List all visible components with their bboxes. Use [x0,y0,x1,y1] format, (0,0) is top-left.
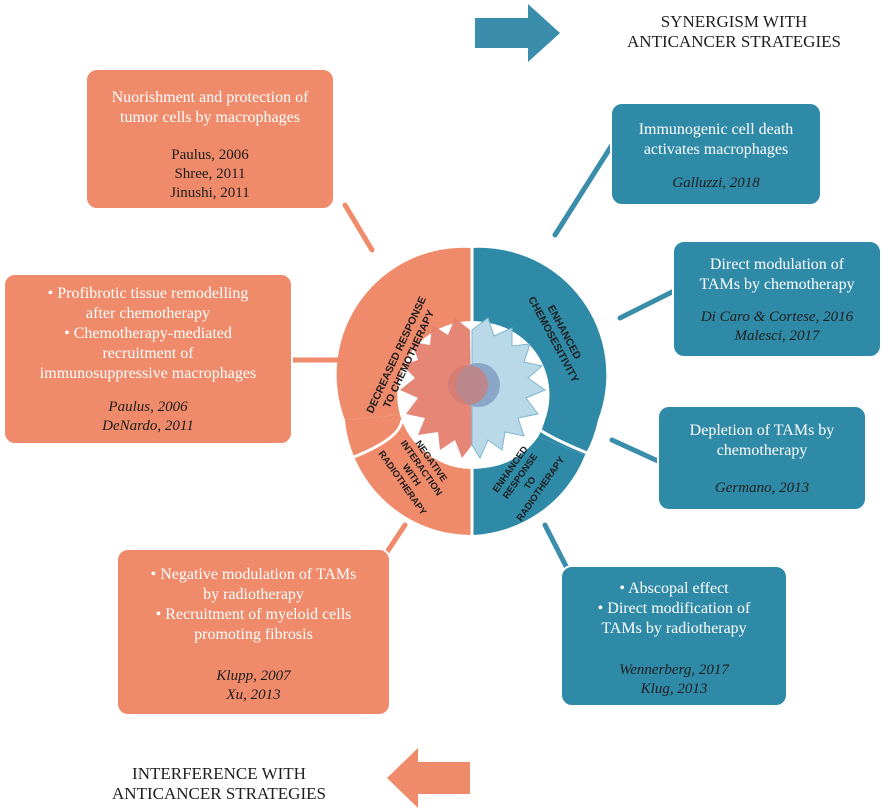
left-arrow-icon [387,748,470,808]
box-immunogenic-cite1: Galluzzi, 2018 [672,175,760,191]
box-nourishment-cite2: Shree, 2011 [174,166,246,182]
box-nourishment: Nuorishment and protection of tumor cell… [85,68,335,210]
connector-negative [382,522,408,558]
box-negative-modulation: • Negative modulation of TAMs by radioth… [116,548,391,716]
box-direct-chemo-cite2: Malesci, 2017 [734,328,820,344]
legend-interference-line2: ANTICANCER STRATEGIES [112,784,326,803]
box-immunogenic-line2: activates macrophages [643,141,789,158]
box-nourishment-cite1: Paulus, 2006 [171,147,249,163]
box-nourishment-cite3: Jinushi, 2011 [170,185,250,201]
connector-depletion [609,437,663,465]
box-negative-b2-2: promoting fibrosis [194,626,313,643]
box-profibrotic-b2-2: recruitment of [102,345,194,362]
box-abscopal-b2-2: TAMs by radiotherapy [601,620,747,637]
box-nourishment-line1: Nuorishment and protection of [111,89,309,106]
legend-synergism: SYNERGISM WITH ANTICANCER STRATEGIES [594,12,874,52]
box-depletion-line2: chemotherapy [716,442,808,459]
ring-segment-enhanced-chemo [472,247,607,420]
connector-nourishment [342,202,375,253]
box-direct-chemo-line1: Direct modulation of [709,256,845,273]
box-depletion: Depletion of TAMs by chemotherapy German… [657,405,867,511]
legend-interference: INTERFERENCE WITH ANTICANCER STRATEGIES [88,764,350,804]
right-arrow-icon [475,4,560,62]
legend-interference-line1: INTERFERENCE WITH [132,764,306,783]
box-immunogenic: Immunogenic cell death activates macroph… [610,102,822,206]
box-abscopal-cite1: Wennerberg, 2017 [619,662,729,678]
macrophage-orange-half-icon [400,318,472,458]
ring-segment-enhanced-chemo-lower [538,420,598,455]
legend-synergism-line2: ANTICANCER STRATEGIES [627,32,841,51]
box-nourishment-line2: tumor cells by macrophages [120,109,300,126]
connector-lines [287,142,679,581]
box-profibrotic-b1-1: • Profibrotic tissue remodelling [47,285,249,302]
ring-segment-enhanced-radio [472,437,585,535]
box-abscopal: • Abscopal effect • Direct modification … [560,565,788,707]
legend-synergism-line1: SYNERGISM WITH [660,12,808,31]
box-negative-b2-1: • Recruitment of myeloid cells [155,606,352,623]
box-profibrotic-cite1: Paulus, 2006 [108,399,188,415]
box-profibrotic-cite2: DeNardo, 2011 [102,418,194,434]
box-abscopal-b1: • Abscopal effect [619,580,729,597]
box-direct-chemo: Direct modulation of TAMs by chemotherap… [672,240,882,358]
box-profibrotic-b2-3: immunosuppressive macrophages [39,365,257,382]
box-profibrotic-b2-1: • Chemotherapy-mediated [64,325,232,342]
box-negative-b1-1: • Negative modulation of TAMs [150,566,357,583]
macrophage-illustration [400,317,547,460]
box-profibrotic-b1-2: after chemotherapy [86,305,210,322]
box-depletion-cite1: Germano, 2013 [714,480,810,496]
box-depletion-line1: Depletion of TAMs by [689,422,835,439]
ring-segment-decreased [336,247,472,420]
box-immunogenic-line1: Immunogenic cell death [638,121,794,138]
box-negative-b1-2: by radiotherapy [203,586,304,603]
box-abscopal-b2-1: • Direct modification of [597,600,751,617]
box-profibrotic: • Profibrotic tissue remodelling after c… [3,273,293,445]
box-abscopal-cite2: Klug, 2013 [640,681,708,697]
box-direct-chemo-line2: TAMs by chemotherapy [699,276,855,293]
box-negative-cite2: Xu, 2013 [226,687,281,703]
connector-immunogenic [552,142,615,238]
connector-direct-chemo [617,287,679,321]
macrophage-blue-half-icon [471,317,547,460]
box-negative-cite1: Klupp, 2007 [216,668,291,684]
box-direct-chemo-cite1: Di Caro & Cortese, 2016 [700,309,854,325]
